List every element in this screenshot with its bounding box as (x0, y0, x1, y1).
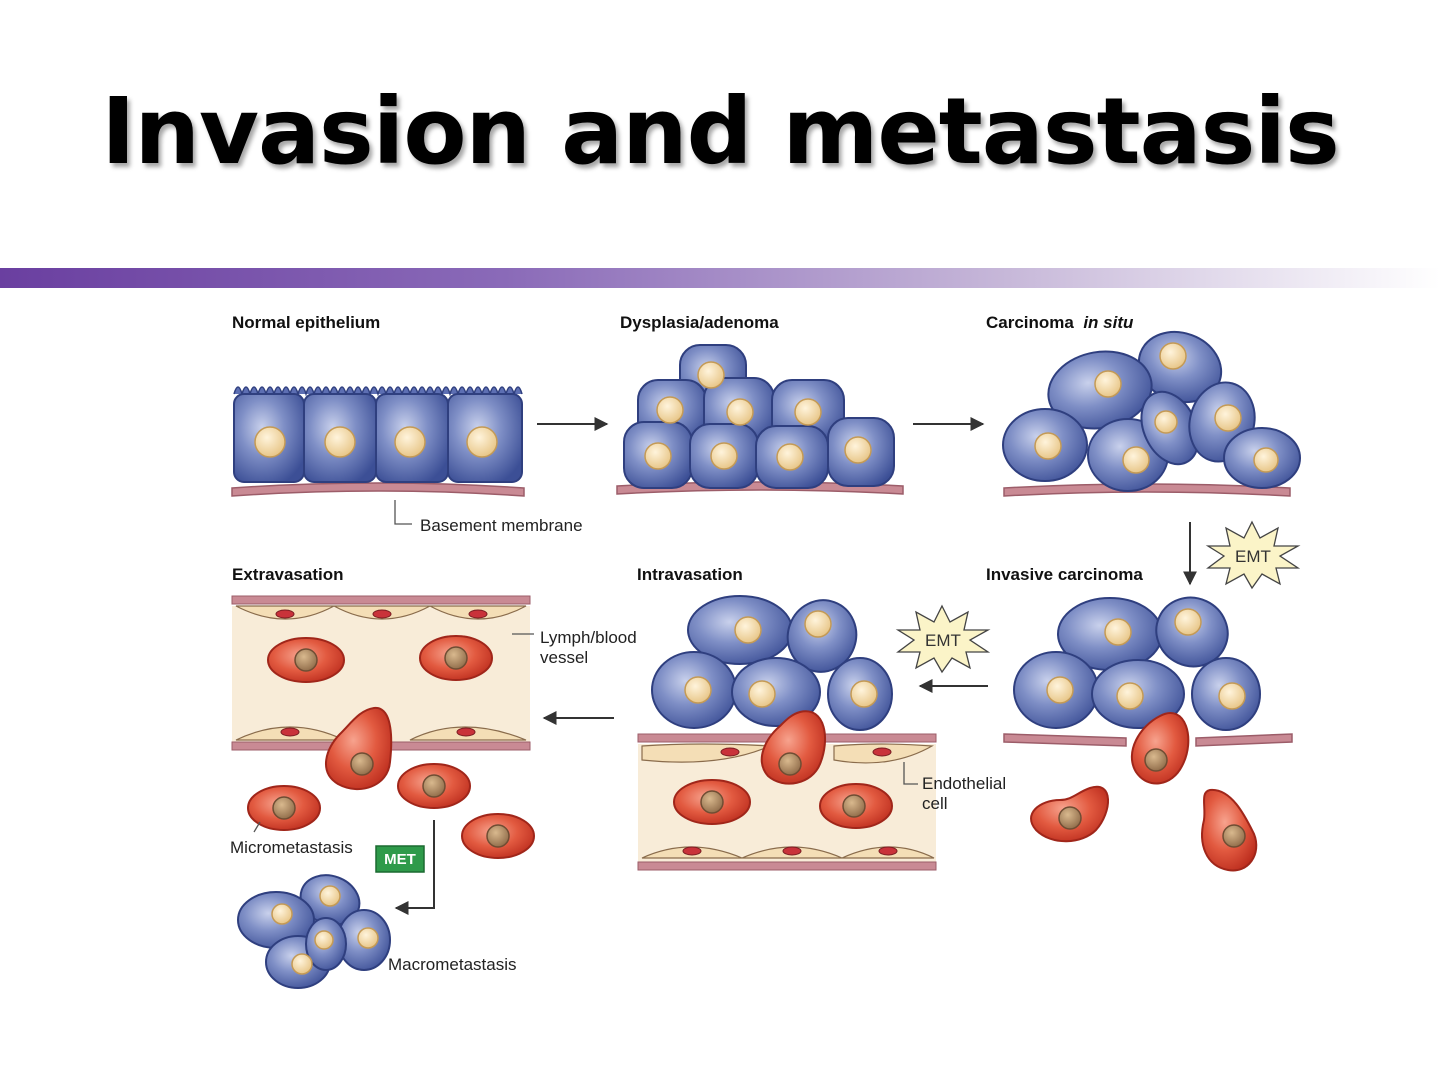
label-invasive-carcinoma: Invasive carcinoma (986, 565, 1143, 584)
label-basement-membrane: Basement membrane (420, 516, 583, 535)
basement-leader (394, 500, 412, 525)
slide-title: Invasion and metastasis (101, 78, 1339, 185)
label-normal-epithelium: Normal epithelium (232, 313, 380, 332)
intravasation (637, 595, 937, 871)
label-carcinoma-in-situ: Carcinoma in situ (986, 313, 1134, 332)
dysplasia-adenoma (616, 344, 904, 495)
label-micrometastasis: Micrometastasis (230, 838, 353, 857)
micro-leader (253, 821, 261, 833)
emt-burst-1: EMT (1205, 520, 1301, 590)
macrometastasis (237, 874, 391, 989)
accent-bar (0, 268, 1440, 288)
label-endothelial-1: Endothelial (922, 774, 1006, 793)
label-vessel-1: Lymph/blood (540, 628, 637, 647)
emt-burst-2: EMT (895, 604, 991, 674)
svg-text:EMT: EMT (1235, 547, 1271, 566)
label-dysplasia: Dysplasia/adenoma (620, 313, 779, 332)
label-intravasation: Intravasation (637, 565, 743, 584)
label-vessel-2: vessel (540, 648, 588, 667)
svg-text:MET: MET (384, 851, 416, 868)
met-badge: MET (375, 845, 425, 873)
normal-epithelium (231, 386, 525, 497)
carcinoma-in-situ (1002, 330, 1301, 497)
label-macrometastasis: Macrometastasis (388, 955, 516, 974)
extravasation (231, 595, 535, 859)
label-extravasation: Extravasation (232, 565, 344, 584)
arrow-micro-to-macro (394, 820, 435, 915)
endothelial-leader (903, 762, 918, 785)
svg-text:EMT: EMT (925, 631, 961, 650)
label-endothelial-2: cell (922, 794, 948, 813)
invasive-carcinoma (1003, 596, 1293, 872)
